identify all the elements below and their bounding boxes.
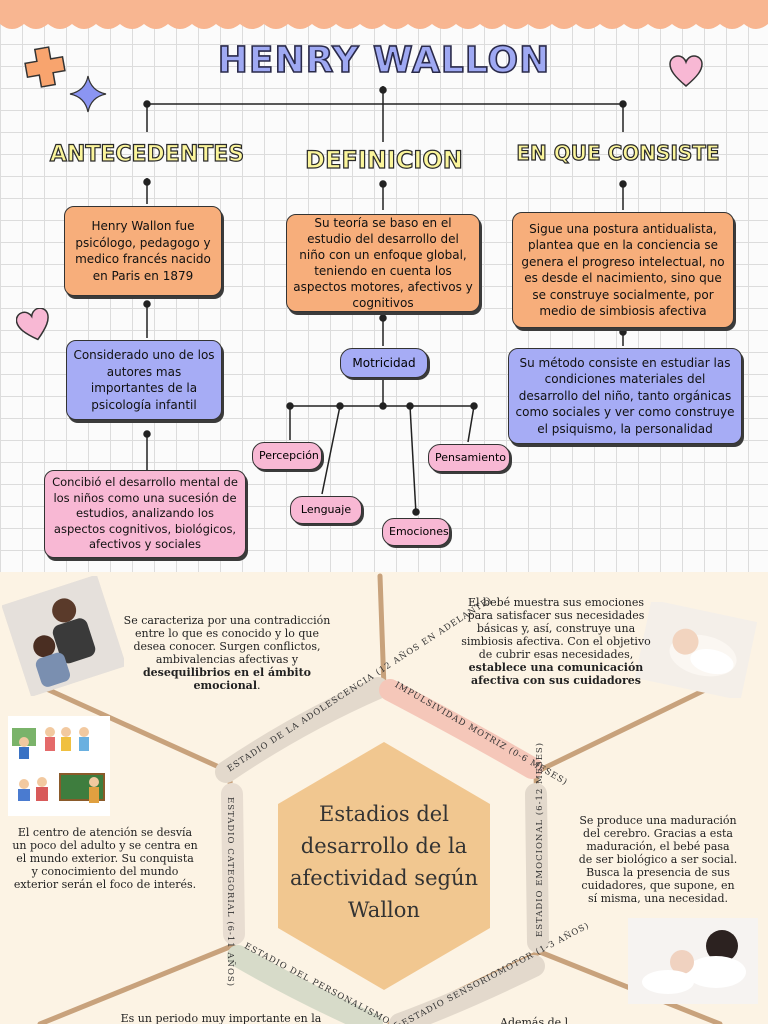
consiste-box-antidualist: Sigue una postura antidualista, plantea … [512,212,734,328]
description-sensoriomotor: Además de l [500,1016,569,1024]
photo-baby [634,602,758,698]
description-text-end: . [257,679,261,692]
antecedentes-box-importance: Considerado uno de los autores mas impor… [66,340,222,420]
node-percepcion: Percepción [252,442,322,470]
antecedentes-box-biography: Henry Wallon fue psicólogo, pedagogo y m… [64,206,222,296]
node-motricidad: Motricidad [340,348,428,378]
concept-map-section: HENRY WALLON [0,0,768,572]
description-text: Se caracteriza por una contradicción ent… [123,614,331,666]
photo-children-clipart [8,716,110,816]
description-adolescencia: Se caracteriza por una contradicción ent… [118,614,336,692]
photo-mother-baby [628,918,758,1004]
node-pensamiento: Pensamiento [428,444,510,472]
description-text: El bebé muestra sus emociones para satis… [461,596,651,661]
page-title: HENRY WALLON [217,39,551,82]
antecedentes-box-development: Concibió el desarrollo mental de los niñ… [44,470,246,558]
definicion-box-theory: Su teoría se baso en el estudio del desa… [286,214,480,312]
photo-mother-child [2,576,124,696]
stages-section: Estadios del desarrollo de la afectivida… [0,572,768,1024]
stages-title: Estadios del desarrollo de la afectivida… [290,802,478,922]
node-lenguaje: Lenguaje [290,496,362,524]
connector-lines [143,86,627,516]
description-impulsividad: El bebé muestra sus emociones para satis… [458,596,654,687]
stage-label-emocional: ESTADIO EMOCIONAL (6-12 MESES) [535,741,545,937]
heading-en-que-consiste: EN QUE CONSISTE [516,140,720,165]
heading-definicion: DEFINICION [305,145,464,174]
heading-antecedentes: ANTECEDENTES [49,141,245,167]
plus-icon [24,46,66,88]
description-highlight: desequilibrios en el ámbito emocional [142,666,312,692]
stage-label-categorial: ESTADIO CATEGORIAL (6-11 AÑOS) [225,797,235,988]
description-emocional: Se produce una maduración del cerebro. G… [578,814,738,905]
central-hexagon [278,742,490,990]
heart-icon [669,55,703,87]
star-icon [69,75,107,113]
heart-icon [16,308,49,341]
node-emociones: Emociones [382,518,450,546]
description-personalismo: Es un periodo muy importante en la [120,1012,322,1024]
consiste-box-method: Su método consiste en estudiar las condi… [508,348,742,444]
description-highlight: establece una comunicación afectiva con … [468,661,644,687]
description-categorial: El centro de atención se desvía un poco … [12,826,198,891]
wavy-header-band [0,0,768,29]
